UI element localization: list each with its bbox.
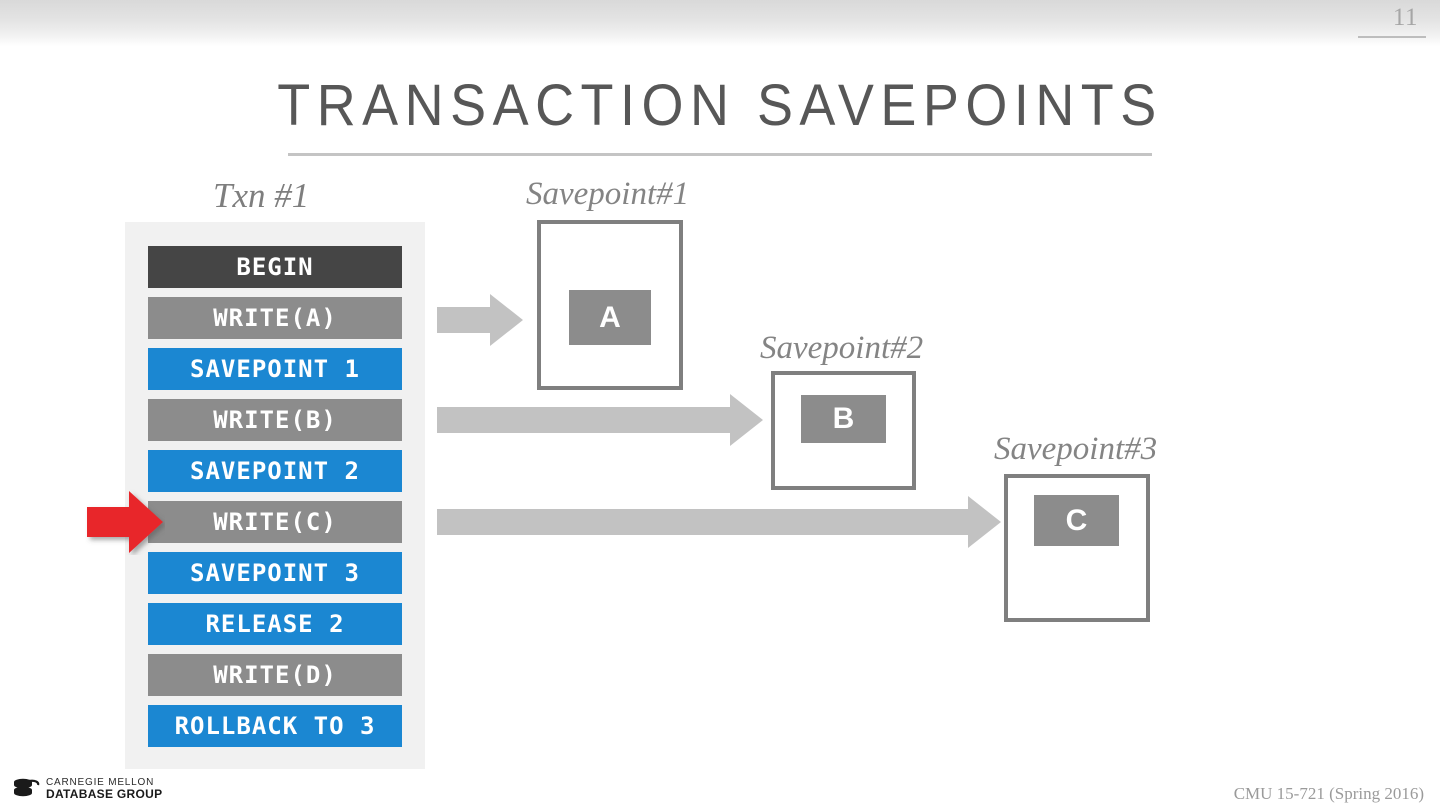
txn-operation-row[interactable]: RELEASE 2	[148, 603, 402, 645]
txn-operation-row[interactable]: SAVEPOINT 1	[148, 348, 402, 390]
savepoint-2-label: Savepoint#2	[760, 330, 924, 366]
txn-operation-row[interactable]: ROLLBACK TO 3	[148, 705, 402, 747]
logo-line-2: DATABASE GROUP	[46, 787, 163, 801]
txn-operation-row[interactable]: WRITE(B)	[148, 399, 402, 441]
txn-operation-row[interactable]: WRITE(C)	[148, 501, 402, 543]
savepoint-2-data-block: B	[801, 395, 886, 443]
page-title: TRANSACTION SAVEPOINTS	[277, 73, 1163, 138]
savepoint-3-data-block: C	[1034, 495, 1119, 546]
flow-arrow-to-savepoint-3-icon	[437, 496, 1001, 548]
header-band	[0, 0, 1440, 46]
page-number: 11	[1392, 4, 1418, 31]
course-footer: CMU 15-721 (Spring 2016)	[1233, 784, 1424, 803]
title-divider	[288, 153, 1152, 156]
flow-arrow-to-savepoint-1-icon	[437, 294, 523, 346]
current-operation-pointer-icon	[87, 491, 163, 553]
cmu-database-group-logo: CARNEGIE MELLON DATABASE GROUP	[12, 778, 162, 800]
logo-line-1: CARNEGIE MELLON	[46, 777, 155, 788]
savepoint-1-label: Savepoint#1	[526, 176, 690, 212]
txn-operation-row[interactable]: WRITE(D)	[148, 654, 402, 696]
txn-operation-row[interactable]: SAVEPOINT 3	[148, 552, 402, 594]
database-stack-icon	[14, 778, 40, 797]
txn-operation-list: BEGIN WRITE(A) SAVEPOINT 1 WRITE(B) SAVEPOIN…	[148, 246, 402, 756]
txn-operation-row[interactable]: SAVEPOINT 2	[148, 450, 402, 492]
page-number-rule	[1358, 36, 1426, 38]
savepoint-3-label: Savepoint#3	[994, 431, 1158, 467]
savepoint-1-data-block: A	[569, 290, 651, 345]
txn-operation-row[interactable]: WRITE(A)	[148, 297, 402, 339]
flow-arrow-to-savepoint-2-icon	[437, 394, 763, 446]
txn-operation-row[interactable]: BEGIN	[148, 246, 402, 288]
txn-label: Txn #1	[213, 176, 310, 215]
